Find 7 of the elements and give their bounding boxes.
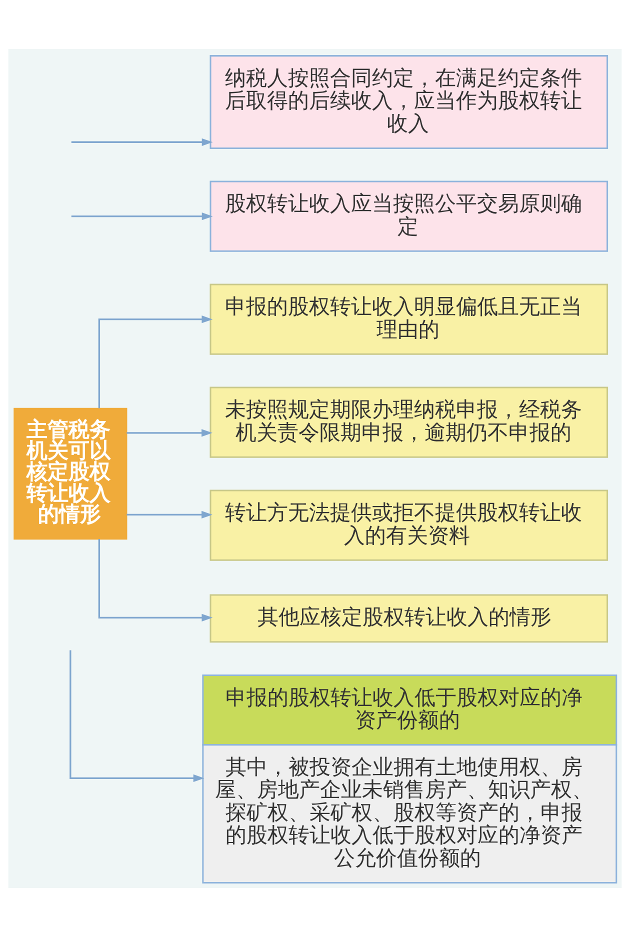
arrow: [71, 212, 213, 220]
arrow: [126, 510, 212, 518]
arrow: [71, 138, 213, 146]
arrow: [126, 428, 212, 436]
arrow: [70, 650, 204, 782]
arrow: [98, 315, 213, 408]
arrow: [98, 538, 213, 621]
